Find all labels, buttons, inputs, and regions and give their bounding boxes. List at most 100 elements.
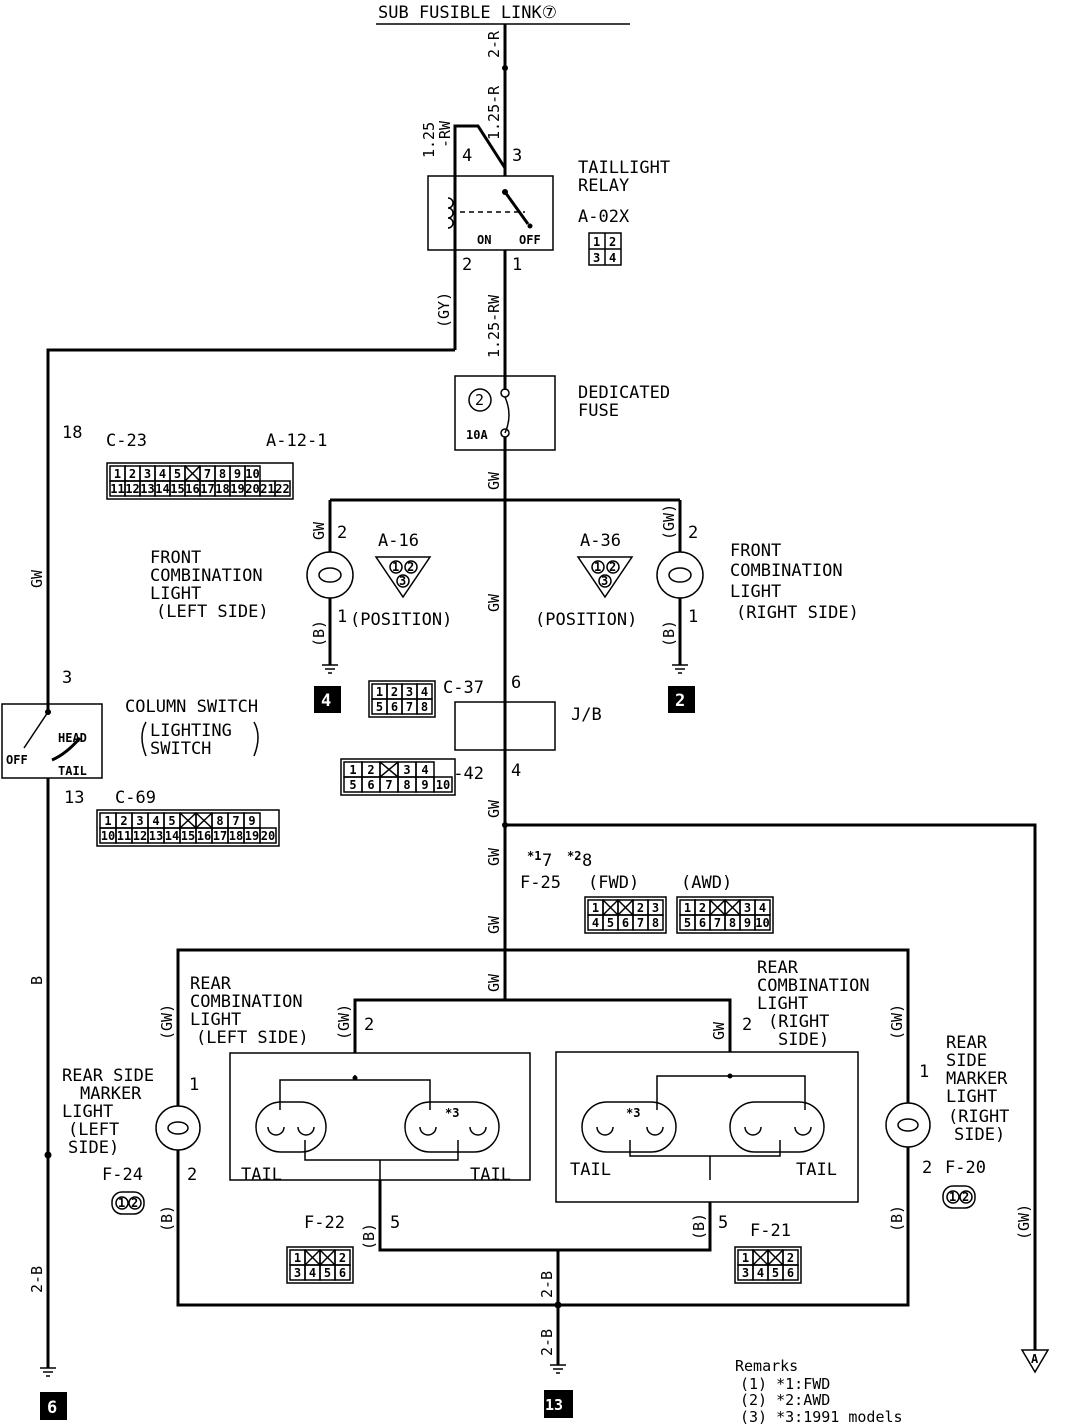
f21-pin-label: 2 [787, 1251, 794, 1265]
c23-pin-label: 12 [125, 482, 139, 496]
c69-pin-label: 13 [149, 829, 163, 843]
arrow-ref-a [1020, 1349, 1050, 1374]
wire-b-rlm: (B) [158, 1205, 176, 1232]
wire-b-fr: (B) [660, 620, 678, 647]
switch-pivot [45, 709, 51, 715]
wire-125r: 1.25-R [485, 85, 503, 140]
f25-awd-pin-label: 2 [699, 901, 706, 915]
svg-text:2: 2 [609, 235, 616, 249]
c42-pin-label: 4 [421, 763, 428, 777]
wire-b-rrm: (B) [888, 1205, 906, 1232]
f25-note1: *1 [527, 849, 541, 863]
wire-2b-left: 2-B [28, 1266, 46, 1293]
c69-pin-label: 18 [229, 829, 243, 843]
f25-fwd-pin-label: 7 [637, 916, 644, 930]
f25-awd-pin-label: 3 [744, 901, 751, 915]
c42-pin-label: 2 [367, 763, 374, 777]
f22-pin-label: 5 [324, 1266, 331, 1280]
front-right-lamp [656, 551, 704, 599]
relay-coil-icon [447, 197, 454, 229]
front-left-filament [318, 567, 342, 583]
svg-text:3: 3 [399, 574, 406, 588]
rlm-label-4: (LEFT [68, 1120, 119, 1140]
relay-title-1: TAILLIGHT [578, 158, 670, 178]
f20-connector-icon: 1 2 [942, 1185, 976, 1209]
f25-pin2: 8 [582, 851, 592, 871]
svg-text:1: 1 [594, 560, 601, 574]
c23-pin-label: 4 [159, 467, 166, 481]
front-left-lamp [306, 551, 354, 599]
rlc-bulb-2-filament [419, 1126, 487, 1136]
wire-125rw-top2: -RW [436, 120, 454, 148]
c37-pin-label: 4 [421, 685, 428, 699]
wire-gw-bus: GW [485, 593, 503, 612]
f25-pin1: 7 [542, 851, 552, 871]
ground-symbol-fr [672, 664, 688, 674]
fr-label-2: COMBINATION [730, 561, 843, 581]
column-switch-box [1, 703, 103, 779]
f20-label: F-20 [945, 1158, 986, 1178]
switch-lever [23, 711, 49, 749]
c69-pin-label: 3 [136, 814, 143, 828]
c37-pin-label: 5 [376, 700, 383, 714]
rrc-bulb-1 [581, 1101, 677, 1153]
f25-awd-pin-label: 9 [744, 916, 751, 930]
c69-pin-label: 9 [248, 814, 255, 828]
relay-connector-icon: 1 2 3 4 [588, 232, 622, 266]
c37-pin-label: 2 [391, 685, 398, 699]
c23-pin-label: 19 [230, 482, 244, 496]
wire-b-rlc: (B) [360, 1223, 378, 1250]
c23-pin-label: 11 [110, 482, 124, 496]
f25-note2: *2 [567, 849, 581, 863]
rrc-label-4: (RIGHT [768, 1012, 829, 1032]
switch-tail: TAIL [58, 764, 87, 778]
c42-pin-label: 1 [349, 763, 356, 777]
c37-cell [416, 698, 433, 715]
fuse-title-1: DEDICATED [578, 383, 670, 403]
wire-gw-rrm: (GW) [888, 1004, 906, 1040]
wire-gw-rear: GW [485, 973, 503, 992]
c69-pin-label: 19 [245, 829, 259, 843]
svg-text:3: 3 [593, 251, 600, 265]
rlc-internal-return [304, 1140, 459, 1161]
rlm-label-1: REAR SIDE [62, 1066, 154, 1086]
f25-fwd-pin-label: 8 [652, 916, 659, 930]
rlm-label-5: SIDE) [68, 1138, 119, 1158]
splice-dot-left [44, 1151, 52, 1159]
ground-badge-13 [544, 1390, 573, 1418]
rrc-tail-1: TAIL [570, 1160, 611, 1180]
switch-pin-3: 3 [62, 668, 72, 688]
svg-text:1: 1 [949, 1190, 956, 1204]
fl-label-1: FRONT [150, 548, 201, 568]
fr-label-3: LIGHT [730, 582, 781, 602]
rlm-label-2: MARKER [80, 1084, 142, 1104]
c69-pin-label: 8 [216, 814, 223, 828]
f21-pin-label: 3 [742, 1266, 749, 1280]
wire-b-fl: (B) [310, 620, 328, 647]
c42-pin-label: 3 [403, 763, 410, 777]
f25-fwd-pin-label: 2 [637, 901, 644, 915]
relay-pin-3: 3 [512, 146, 522, 166]
c42-pin-label: 10 [436, 778, 450, 792]
c42-pin-label: 5 [349, 778, 356, 792]
f21-pin-label: 1 [742, 1251, 749, 1265]
fl-pin-2: 2 [337, 523, 347, 543]
a36-label: A-36 [580, 531, 621, 551]
c23-pin-label: 10 [245, 467, 259, 481]
switch-paren-left [141, 721, 147, 757]
f21-label: F-21 [750, 1221, 791, 1241]
rr-marker-filament [897, 1118, 919, 1132]
ground-badge-4 [314, 686, 341, 713]
ground-number-13: 13 [545, 1396, 563, 1414]
switch-label-3: SWITCH [150, 739, 211, 759]
rear-right-combo-box [555, 1051, 859, 1203]
relay-connector-label: A-02X [578, 207, 630, 227]
svg-text:2: 2 [131, 1196, 138, 1210]
c23-label: C-23 [106, 431, 147, 451]
fuse-title-2: FUSE [578, 401, 619, 421]
